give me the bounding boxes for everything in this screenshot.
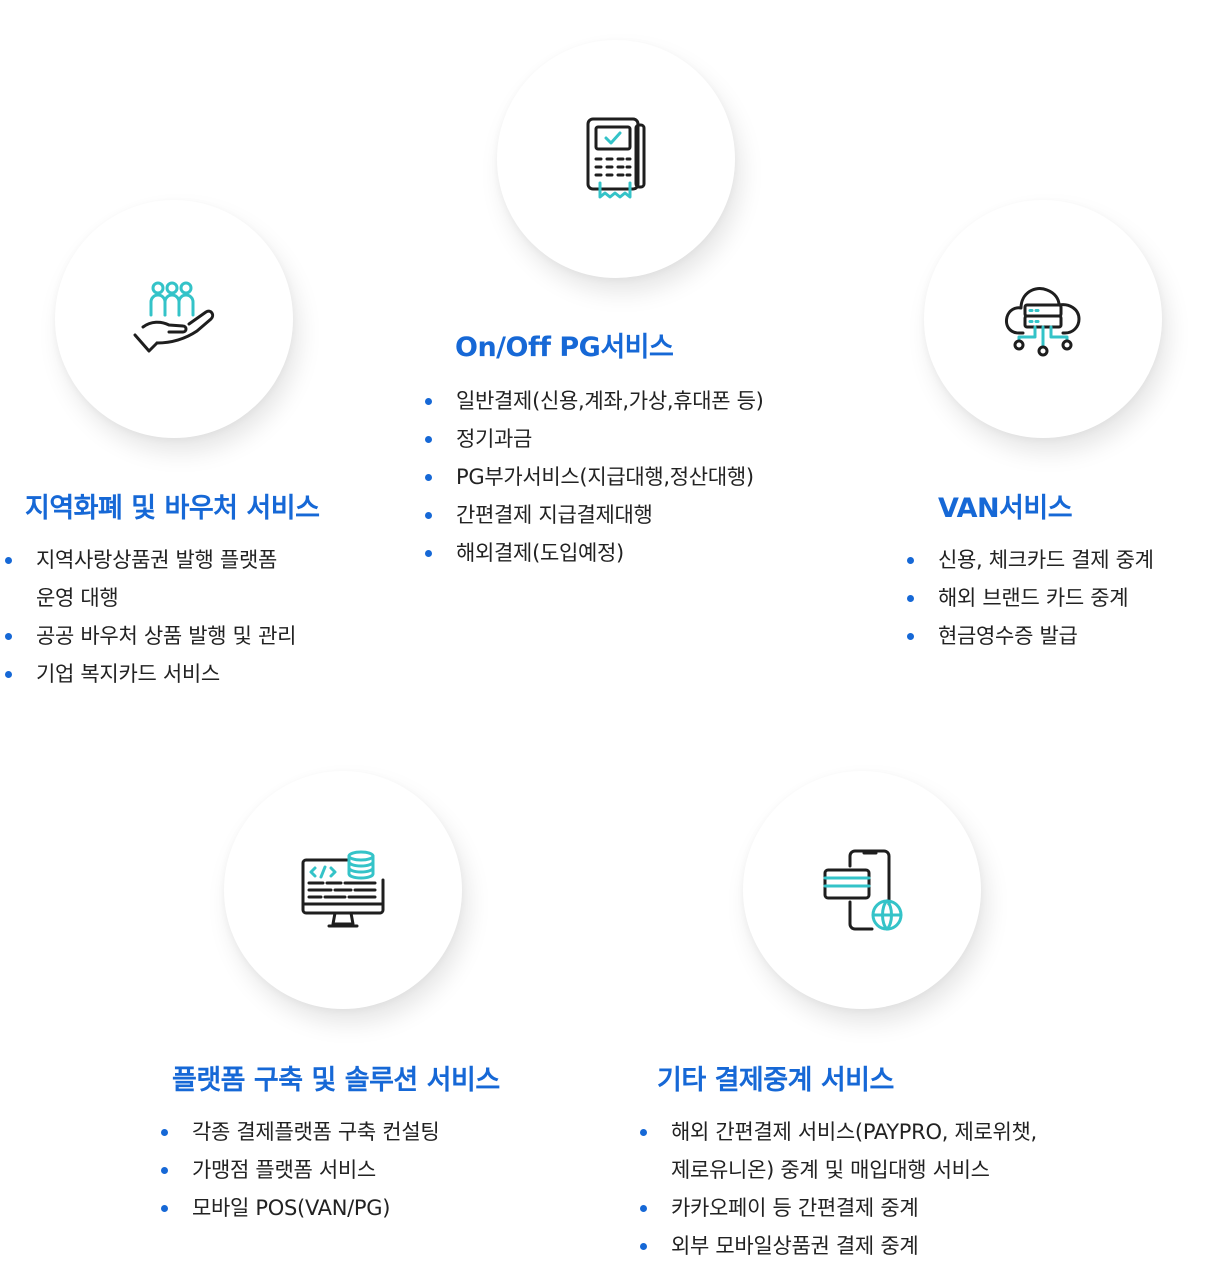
pos-terminal-icon	[586, 117, 646, 199]
van-service-title: VAN서비스	[938, 493, 1073, 524]
list-item: 각종 결제플랫폼 구축 컨설팅	[160, 1113, 440, 1151]
cloud-server-icon	[1005, 287, 1081, 357]
platform-service-list: 각종 결제플랫폼 구축 컨설팅 가맹점 플랫폼 서비스 모바일 POS(VAN/…	[160, 1113, 440, 1227]
pg-service-list: 일반결제(신용,계좌,가상,휴대폰 등) 정기과금 PG부가서비스(지급대행,정…	[424, 382, 764, 572]
other-service-circle	[743, 771, 981, 1009]
other-service-title: 기타 결제중계 서비스	[657, 1065, 894, 1096]
voucher-service-title: 지역화폐 및 바우처 서비스	[25, 493, 320, 524]
pg-service-circle	[497, 40, 735, 278]
list-item: PG부가서비스(지급대행,정산대행)	[424, 458, 764, 496]
voucher-service-list: 지역사랑상품권 발행 플랫폼 운영 대행 공공 바우처 상품 발행 및 관리 기…	[4, 541, 296, 693]
list-item: 기업 복지카드 서비스	[4, 655, 296, 693]
other-service-list: 해외 간편결제 서비스(PAYPRO, 제로위챗, 제로유니온) 중계 및 매입…	[639, 1113, 1037, 1265]
list-item: 모바일 POS(VAN/PG)	[160, 1189, 439, 1227]
list-item: 공공 바우처 상품 발행 및 관리	[4, 617, 296, 655]
monitor-code-icon	[301, 850, 385, 928]
list-item: 현금영수증 발급	[906, 617, 1154, 655]
platform-service-title: 플랫폼 구축 및 솔루션 서비스	[172, 1065, 500, 1096]
list-item: 가맹점 플랫폼 서비스	[160, 1151, 439, 1189]
list-item: 일반결제(신용,계좌,가상,휴대폰 등)	[424, 382, 764, 420]
list-item: 지역사랑상품권 발행 플랫폼 운영 대행	[4, 541, 296, 617]
pg-service-title: On/Off PG서비스	[455, 332, 674, 363]
list-item: 간편결제 지급결제대행	[424, 496, 764, 534]
hand-people-icon	[133, 281, 215, 353]
van-service-list: 신용, 체크카드 결제 중계 해외 브랜드 카드 중계 현금영수증 발급	[906, 541, 1154, 655]
list-item: 외부 모바일상품권 결제 중계	[639, 1227, 1037, 1265]
mobile-card-globe-icon	[823, 849, 903, 931]
list-item: 카카오페이 등 간편결제 중계	[639, 1189, 1037, 1227]
list-item: 해외결제(도입예정)	[424, 534, 764, 572]
list-item: 정기과금	[424, 420, 764, 458]
voucher-service-circle	[55, 200, 293, 438]
list-item: 신용, 체크카드 결제 중계	[906, 541, 1154, 579]
van-service-circle	[924, 200, 1162, 438]
list-item: 해외 간편결제 서비스(PAYPRO, 제로위챗, 제로유니온) 중계 및 매입…	[639, 1113, 1037, 1189]
list-item: 해외 브랜드 카드 중계	[906, 579, 1154, 617]
platform-service-circle	[224, 771, 462, 1009]
